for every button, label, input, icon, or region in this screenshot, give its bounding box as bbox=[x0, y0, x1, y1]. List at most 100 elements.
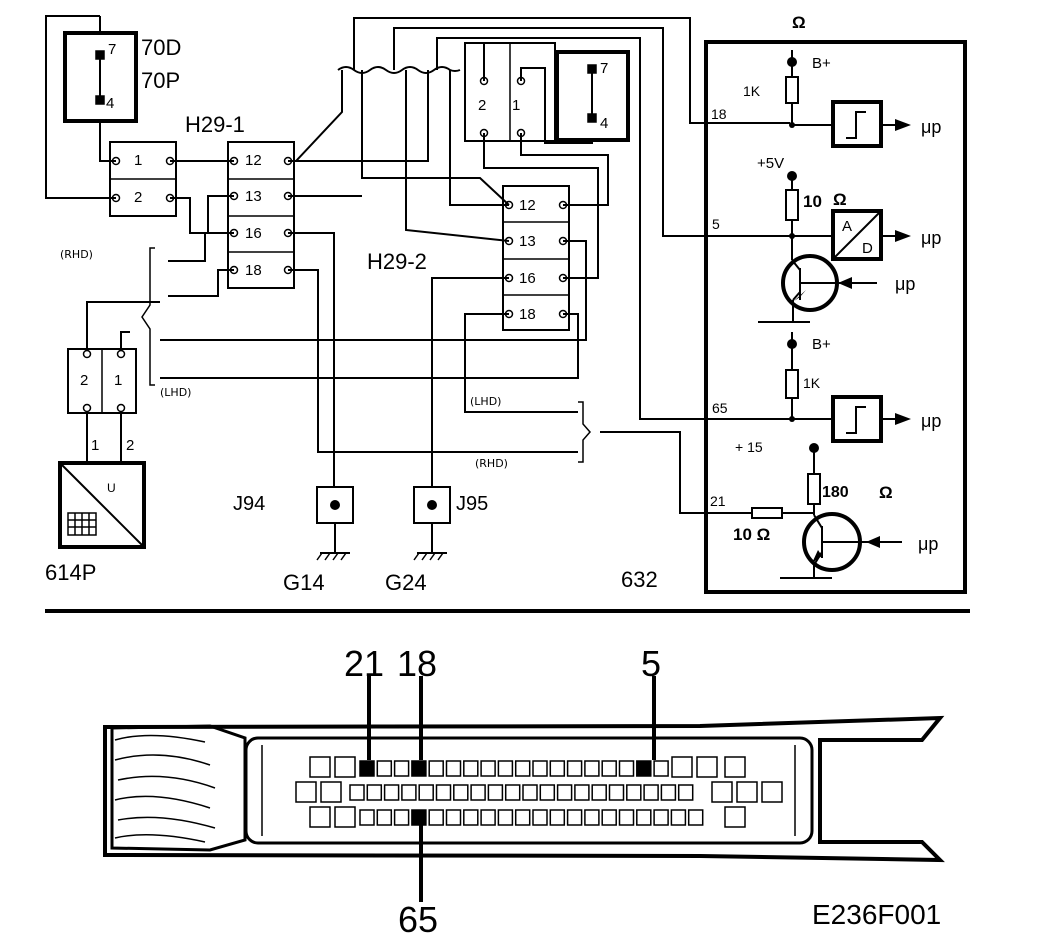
plug-cavity-large bbox=[334, 756, 356, 778]
plug-cavity-large bbox=[696, 756, 718, 778]
plug-pin bbox=[453, 784, 469, 801]
h29-1-pin-16: 16 bbox=[245, 225, 262, 242]
b-plus-1: B+ bbox=[812, 55, 831, 72]
plug-pin bbox=[549, 760, 566, 777]
rhd-label-left: (RHD) bbox=[60, 248, 93, 261]
mu-p-3: μp bbox=[895, 274, 915, 294]
relay-label-70d: 70D bbox=[141, 35, 181, 60]
plus-5v: +5V bbox=[757, 155, 784, 172]
sensor-connector: 2 1 bbox=[67, 348, 137, 414]
plug-pin bbox=[359, 809, 375, 826]
plug-pin bbox=[643, 784, 659, 801]
plug-pin bbox=[532, 760, 548, 777]
connector-h29-2: H29-2 12 13 16 18 bbox=[367, 185, 570, 331]
relay-connector: 1 2 bbox=[109, 141, 177, 217]
plug-pin bbox=[463, 760, 479, 777]
plug-cavity-large bbox=[334, 806, 356, 828]
plug-pin bbox=[470, 784, 486, 801]
relay-connector-2-pin-1: 1 bbox=[512, 97, 520, 114]
h29-1-pin-12: 12 bbox=[245, 152, 262, 169]
plug-pin bbox=[445, 809, 462, 826]
figure-code: E236F001 bbox=[812, 899, 941, 930]
ecu-omega-top: Ω bbox=[792, 13, 806, 32]
sensor-wire-1-label: 1 bbox=[91, 437, 99, 454]
relay-connector-2-pin-2: 2 bbox=[478, 97, 486, 114]
plug-pin bbox=[626, 784, 642, 801]
g14-label: G14 bbox=[283, 570, 325, 595]
connector-h29-2-label: H29-2 bbox=[367, 249, 427, 274]
plug-pin bbox=[497, 760, 514, 777]
plug-pin bbox=[393, 809, 410, 826]
lhd-label-left: (LHD) bbox=[160, 386, 191, 399]
ecu-pin-21-label: 21 bbox=[710, 493, 726, 509]
mu-p-2: μp bbox=[921, 228, 941, 248]
plug-pin bbox=[653, 809, 669, 826]
sensor-connector-pin-1: 1 bbox=[114, 372, 122, 389]
connector-h29-1: H29-1 12 13 16 18 bbox=[185, 112, 295, 289]
plug-pin bbox=[522, 784, 538, 801]
r-10-ohm-label: 10 Ω bbox=[733, 525, 770, 544]
plug-pin bbox=[497, 809, 514, 826]
plug-pin-used bbox=[411, 760, 427, 777]
plug-pin bbox=[601, 809, 617, 826]
plug-pin bbox=[601, 760, 617, 777]
plug-pin bbox=[653, 760, 669, 777]
r-1k-2: 1K bbox=[803, 375, 821, 391]
plug-pin-grid bbox=[295, 756, 783, 828]
plug-pin bbox=[584, 809, 600, 826]
plug-pin bbox=[428, 760, 444, 777]
ecu-632-label: 632 bbox=[621, 567, 658, 592]
plug-pin bbox=[636, 809, 652, 826]
lhd-label-right: (LHD) bbox=[470, 395, 501, 408]
plug-pin-5-label: 5 bbox=[641, 643, 661, 684]
plug-pin bbox=[514, 760, 531, 777]
h29-2-pin-13: 13 bbox=[519, 233, 536, 250]
plug-pin bbox=[566, 809, 583, 826]
plug-cavity-large bbox=[671, 756, 693, 778]
relay-connector-2: 2 1 bbox=[464, 42, 556, 142]
plug-cavity-large bbox=[761, 781, 783, 803]
plug-pin-used bbox=[411, 809, 427, 826]
plug-pin bbox=[376, 809, 393, 826]
ecu-connector-plug: 21 18 5 65 bbox=[103, 643, 945, 940]
plug-cavity-large bbox=[320, 781, 342, 803]
plug-cavity-large bbox=[309, 756, 331, 778]
mu-p-5: μp bbox=[918, 534, 938, 554]
r-10-label: 10 bbox=[803, 192, 822, 211]
h29-1-pin-18: 18 bbox=[245, 262, 262, 279]
ground-j94: J94 G14 bbox=[233, 486, 354, 595]
plug-pin bbox=[556, 784, 573, 801]
relay-2-pin-7: 7 bbox=[600, 60, 608, 77]
plug-pin bbox=[670, 809, 687, 826]
relay-pin-4-label: 4 bbox=[106, 95, 114, 112]
plug-pin bbox=[514, 809, 531, 826]
plug-cavity-large bbox=[309, 806, 331, 828]
relay-label-70p: 70P bbox=[141, 68, 180, 93]
plug-cavity-large bbox=[736, 781, 758, 803]
plug-cavity-large bbox=[295, 781, 317, 803]
plug-pin bbox=[480, 809, 496, 826]
r-180-omega: Ω bbox=[879, 483, 893, 502]
j94-label: J94 bbox=[233, 493, 265, 515]
plug-pin bbox=[435, 784, 452, 801]
plug-pin bbox=[618, 809, 635, 826]
ground-j95: J95 G24 bbox=[385, 486, 488, 595]
b-plus-2: B+ bbox=[812, 336, 831, 353]
plug-pin bbox=[677, 784, 694, 801]
plug-pin bbox=[418, 784, 434, 801]
connector-h29-1-label: H29-1 bbox=[185, 112, 245, 137]
h29-2-pin-12: 12 bbox=[519, 197, 536, 214]
plug-pin bbox=[504, 784, 521, 801]
relay-2: 7 4 bbox=[555, 50, 630, 142]
plug-pin bbox=[366, 784, 383, 801]
sensor-614p-label: 614P bbox=[45, 560, 96, 585]
plug-pin bbox=[463, 809, 479, 826]
sensor-u-symbol: U bbox=[107, 481, 116, 495]
relay-connector-pin-2: 2 bbox=[134, 189, 142, 206]
ad-label-d: D bbox=[862, 240, 873, 257]
plug-pin bbox=[532, 809, 548, 826]
plug-pin bbox=[487, 784, 504, 801]
sensor-wire-2-label: 2 bbox=[126, 437, 134, 454]
relay-pin-7-marker bbox=[95, 50, 105, 60]
